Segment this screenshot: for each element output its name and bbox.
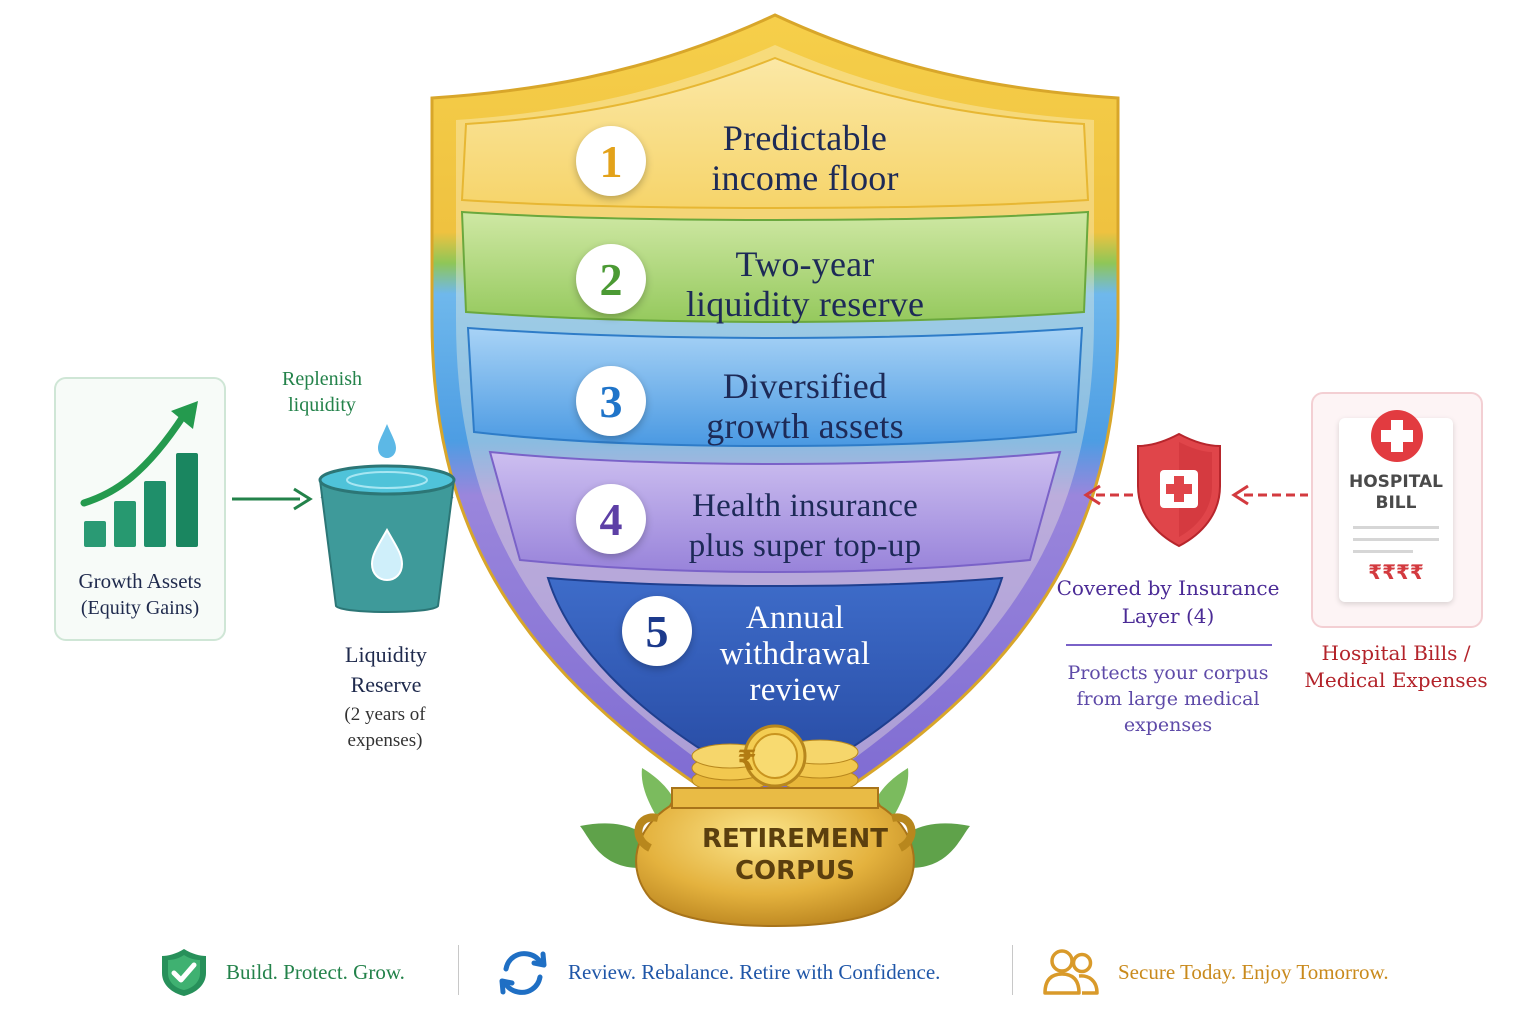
- layer-3-line1: Diversified: [722, 366, 888, 406]
- footer-secure-today: Secure Today. Enjoy Tomorrow.: [1042, 949, 1389, 995]
- layer-3-label: Diversified growth assets: [660, 366, 950, 446]
- medical-cross-icon: [1371, 410, 1423, 462]
- replenish-line2: liquidity: [288, 394, 356, 416]
- growth-chart-icon: [80, 401, 198, 547]
- covered-by-insurance-label: Covered by Insurance Layer (4): [1056, 574, 1280, 630]
- protects-line1: Protects your corpus: [1067, 662, 1269, 684]
- hospital-bills-line2: Medical Expenses: [1304, 668, 1488, 692]
- layer-2-label: Two-year liquidity reserve: [655, 244, 955, 324]
- footer-secure-text: Secure Today. Enjoy Tomorrow.: [1118, 959, 1389, 984]
- insurance-shield-icon: [1137, 432, 1221, 548]
- growth-assets-card: Growth Assets (Equity Gains): [54, 377, 226, 641]
- pot-label-line1: RETIREMENT: [701, 824, 889, 854]
- liquidity-reserve-title1: Liquidity: [345, 642, 427, 667]
- layer-5-label: Annual withdrawal review: [690, 600, 900, 708]
- layer-2-number: 2: [576, 244, 646, 314]
- covered-line2: Layer (4): [1121, 604, 1215, 628]
- layer-1-number-text: 1: [599, 135, 623, 187]
- bill-title: HOSPITAL BILL: [1339, 472, 1453, 514]
- protects-line3: expenses: [1123, 714, 1213, 736]
- layer-3-line2: growth assets: [706, 406, 904, 446]
- layer-5-number-text: 5: [645, 605, 669, 657]
- layer-3-number: 3: [576, 366, 646, 436]
- liquidity-reserve-title2: Reserve: [350, 672, 422, 697]
- footer-divider-1: [458, 945, 459, 995]
- people-icon: [1043, 949, 1099, 995]
- hospital-bill-card: HOSPITAL BILL ₹₹₹₹: [1311, 392, 1483, 628]
- layer-5-line1: Annual: [745, 600, 845, 636]
- protects-line2: from large medical: [1076, 688, 1260, 710]
- layer-1-line1: Predictable: [722, 118, 888, 158]
- retirement-pot-icon: [580, 724, 970, 928]
- liquidity-reserve-sub2: expenses): [347, 730, 423, 751]
- bill-line-1: [1353, 526, 1439, 529]
- footer-review-rebalance: Review. Rebalance. Retire with Confidenc…: [496, 950, 941, 995]
- replenish-arrow-icon: [232, 487, 313, 511]
- liquidity-reserve-sub1: (2 years of: [344, 704, 426, 725]
- liquidity-reserve-subtitle: (2 years of expenses): [310, 702, 460, 754]
- bucket-icon: [318, 424, 456, 613]
- layer-4-line2: plus super top-up: [688, 528, 922, 564]
- bill-title-line1: HOSPITAL: [1349, 472, 1443, 492]
- layer-1-label: Predictable income floor: [650, 118, 960, 198]
- rupee-coin-symbol: ₹: [737, 743, 757, 777]
- layer-1-line2: income floor: [711, 158, 899, 198]
- layer-3-number-text: 3: [599, 375, 623, 427]
- growth-assets-title: Growth Assets: [78, 569, 202, 593]
- layer-4-line1: Health insurance: [692, 488, 918, 524]
- hospital-bills-line1: Hospital Bills /: [1321, 641, 1471, 665]
- footer-divider-2: [1012, 945, 1013, 995]
- hospital-bills-label: Hospital Bills / Medical Expenses: [1296, 640, 1496, 694]
- footer-review-text: Review. Rebalance. Retire with Confidenc…: [568, 959, 941, 984]
- layer-4-label: Health insurance plus super top-up: [655, 486, 955, 566]
- layer-2-line2: liquidity reserve: [685, 284, 925, 324]
- covered-line1: Covered by Insurance: [1056, 576, 1280, 600]
- bill-line-2: [1353, 538, 1439, 541]
- layer-1-number: 1: [576, 126, 646, 196]
- bill-line-3: [1353, 550, 1413, 553]
- covered-divider: [1066, 644, 1272, 646]
- bill-amount: ₹₹₹₹: [1368, 560, 1424, 584]
- shield-check-icon: [162, 949, 206, 996]
- pot-label: RETIREMENT CORPUS: [680, 823, 910, 887]
- bill-to-insurance-arrow-icon: [1231, 484, 1308, 506]
- layer-4-number: 4: [576, 484, 646, 554]
- layer-5-line3: review: [749, 672, 841, 708]
- replenish-line1: Replenish: [282, 368, 362, 390]
- growth-assets-subtitle: (Equity Gains): [80, 597, 200, 619]
- footer-build-text: Build. Protect. Grow.: [226, 959, 405, 984]
- layer-2-number-text: 2: [599, 253, 623, 305]
- replenish-label: Replenish liquidity: [262, 366, 382, 418]
- layer-5-line2: withdrawal: [719, 636, 871, 672]
- footer-build-protect-grow: Build. Protect. Grow.: [160, 949, 405, 996]
- protects-corpus-note: Protects your corpus from large medical …: [1060, 660, 1276, 738]
- refresh-cycle-icon: [499, 951, 547, 995]
- pot-label-line2: CORPUS: [734, 856, 856, 886]
- bill-title-line2: BILL: [1375, 493, 1417, 513]
- liquidity-reserve-label: Liquidity Reserve: [322, 640, 450, 700]
- layer-4-number-text: 4: [599, 493, 623, 545]
- layer-2-line1: Two-year: [735, 244, 875, 284]
- layer-5-number: 5: [622, 596, 692, 666]
- insurance-to-shield-arrow-icon: [1083, 484, 1140, 506]
